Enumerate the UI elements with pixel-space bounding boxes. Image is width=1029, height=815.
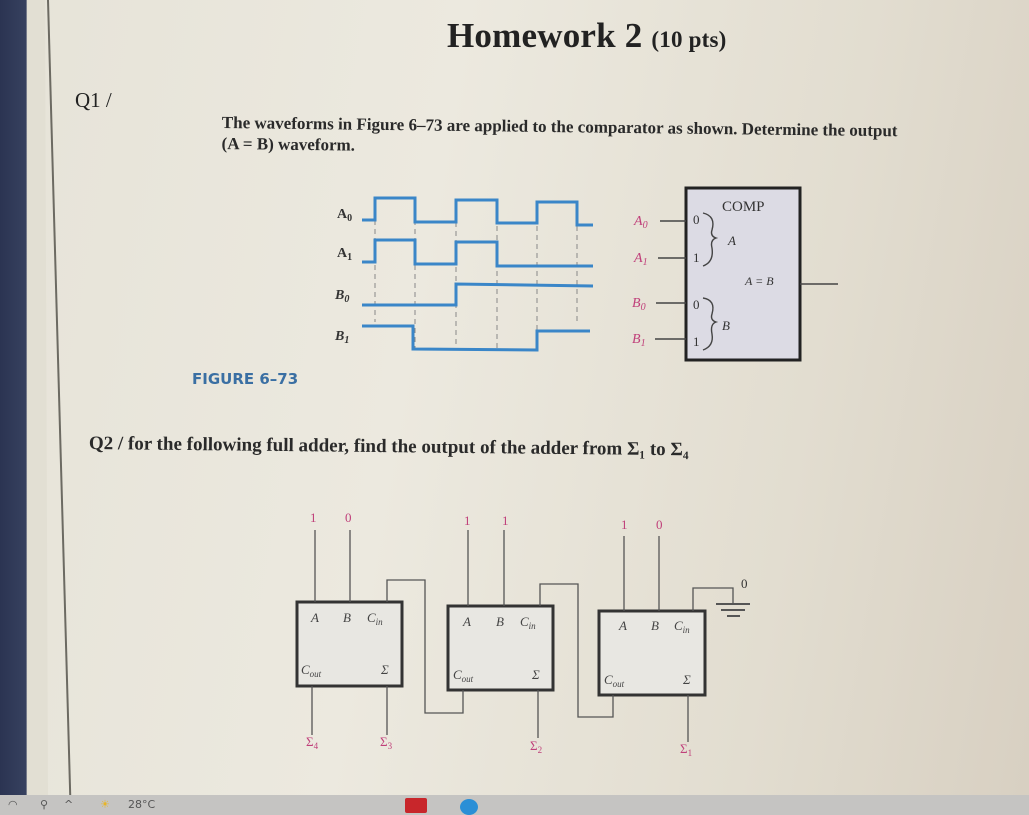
svg-text:B: B — [496, 614, 504, 629]
svg-text:1: 1 — [502, 513, 509, 528]
svg-text:Σ: Σ — [682, 672, 691, 687]
svg-text:A: A — [618, 618, 627, 633]
svg-text:0: 0 — [693, 297, 700, 312]
svg-text:Σ: Σ — [531, 667, 540, 682]
svg-text:1: 1 — [464, 513, 471, 528]
svg-text:A = B: A = B — [744, 274, 774, 288]
waveforms — [362, 196, 594, 352]
app-icon-red[interactable] — [405, 798, 427, 813]
waveform-a1 — [362, 238, 593, 268]
network-icon[interactable]: ◠ — [8, 798, 18, 811]
waveform-a0 — [362, 196, 593, 227]
svg-text:Σ: Σ — [380, 662, 389, 677]
svg-text:A: A — [310, 610, 319, 625]
waveform-b0 — [362, 282, 594, 307]
comparator-block: COMP 0 1 0 1 A B A = B A0 A1 B0 B1 — [632, 186, 838, 362]
weather-icon: ☀ — [100, 798, 110, 811]
svg-text:0: 0 — [693, 212, 700, 227]
waveform-b1 — [362, 324, 590, 352]
title-points: (10 pts) — [651, 27, 727, 52]
svg-text:0: 0 — [741, 576, 748, 591]
chevron-up-icon[interactable]: ^ — [64, 798, 74, 811]
label-b0: B0 — [334, 288, 349, 305]
q1-label: Q1 / — [75, 88, 112, 112]
svg-text:B1: B1 — [632, 332, 646, 349]
figure-label: FIGURE 6–73 — [192, 370, 299, 388]
svg-text:A1: A1 — [633, 251, 648, 268]
svg-text:B: B — [722, 318, 730, 333]
svg-text:Σ2: Σ2 — [530, 738, 542, 755]
page-title: Homework 2 (10 pts) — [447, 16, 726, 56]
weather-temp[interactable]: 28°C — [128, 798, 156, 811]
svg-text:0: 0 — [345, 510, 352, 525]
svg-text:COMP: COMP — [722, 199, 765, 215]
svg-text:A: A — [727, 233, 736, 248]
svg-text:B: B — [651, 618, 659, 633]
svg-text:Σ4: Σ4 — [306, 734, 319, 751]
svg-text:1: 1 — [693, 334, 700, 349]
svg-text:1: 1 — [693, 250, 700, 265]
label-a0: A0 — [337, 207, 352, 224]
taskbar: ◠ ⚲ ^ ☀ 28°C — [0, 795, 1029, 815]
label-b1: B1 — [334, 329, 349, 346]
waveform-labels: A0 A1 B0 B1 — [334, 207, 352, 346]
svg-text:A0: A0 — [633, 214, 648, 231]
diagrams: A0 A1 B0 B1 COMP 0 1 0 1 A B A = B — [295, 186, 838, 758]
svg-text:1: 1 — [310, 510, 317, 525]
svg-text:B: B — [343, 610, 351, 625]
svg-text:Σ3: Σ3 — [380, 734, 393, 751]
svg-text:Σ1: Σ1 — [680, 741, 692, 758]
svg-text:B0: B0 — [632, 296, 646, 313]
title-text: Homework 2 — [447, 16, 643, 55]
screen-edge — [0, 0, 48, 795]
svg-text:0: 0 — [656, 517, 663, 532]
people-icon[interactable]: ⚲ — [40, 798, 49, 811]
svg-text:A: A — [462, 614, 471, 629]
app-icon-blue[interactable] — [460, 799, 478, 815]
label-a1: A1 — [337, 246, 352, 263]
svg-text:1: 1 — [621, 517, 628, 532]
